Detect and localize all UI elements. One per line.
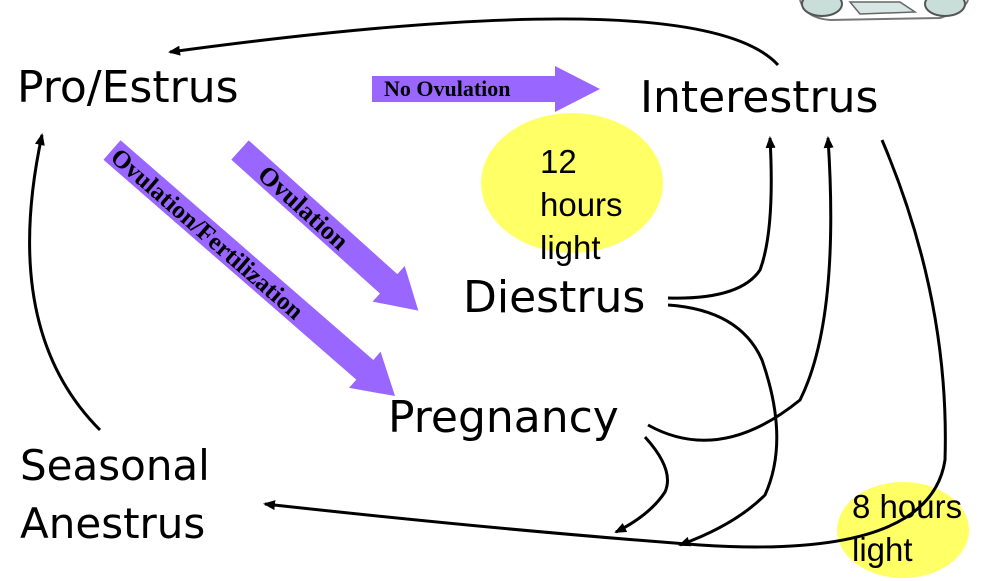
seasonal-line: Seasonal [20,437,210,495]
pregnancy-label: Pregnancy [388,396,619,440]
arrow-interestrus-to-proestrus [170,19,778,65]
arrow-pregnancy-to-anestrus-junction [616,437,668,532]
eight-hours-light-word: light [852,528,962,571]
twelve-hours-number: 12 [540,140,623,183]
twelve-hours-light-text: 12 hours light [540,140,623,269]
ovulation-label: Ovulation [252,160,354,256]
arrow-pregnancy-to-interestrus [648,138,831,440]
diestrus-label: Diestrus [463,276,645,320]
seasonal-anestrus-label: Seasonal Anestrus [20,437,210,553]
arrow-seasonal-to-proestrus [30,135,100,430]
eight-hours-number: 8 hours [852,485,962,528]
ovulation-arrow: Ovulation [224,132,434,328]
arrow-diestrus-to-interestrus [668,138,771,298]
eight-hours-light-text: 8 hours light [852,485,962,571]
anestrus-line: Anestrus [20,495,210,553]
twelve-hours-light-word: light [540,226,623,269]
pro-estrus-label: Pro/Estrus [17,66,239,110]
interestrus-label: Interestrus [640,76,878,120]
no-ovulation-arrow: No Ovulation [372,66,600,112]
no-ovulation-label: No Ovulation [384,76,511,101]
motorcycle-icon [800,0,968,20]
twelve-hours-unit: hours [540,183,623,226]
